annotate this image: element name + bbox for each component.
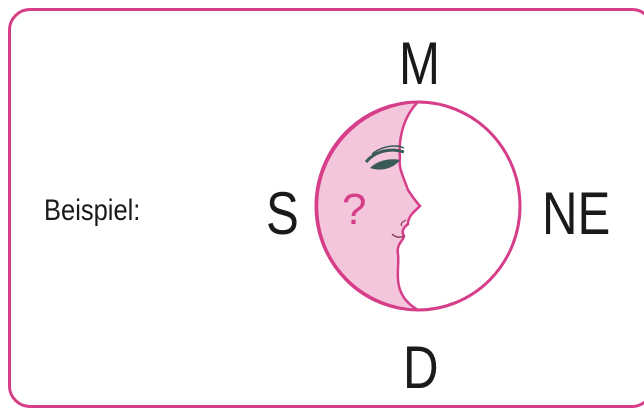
moon-question-mark: ? [342,185,366,234]
direction-left-label: S [266,184,299,244]
example-label: Beispiel: [44,196,140,226]
direction-bottom-label: D [403,338,439,398]
crescent-moon-face-icon: ? [312,98,524,314]
direction-right-label: NE [542,184,610,244]
moon-illustration: ? [312,98,524,314]
direction-top-label: M [399,34,440,94]
